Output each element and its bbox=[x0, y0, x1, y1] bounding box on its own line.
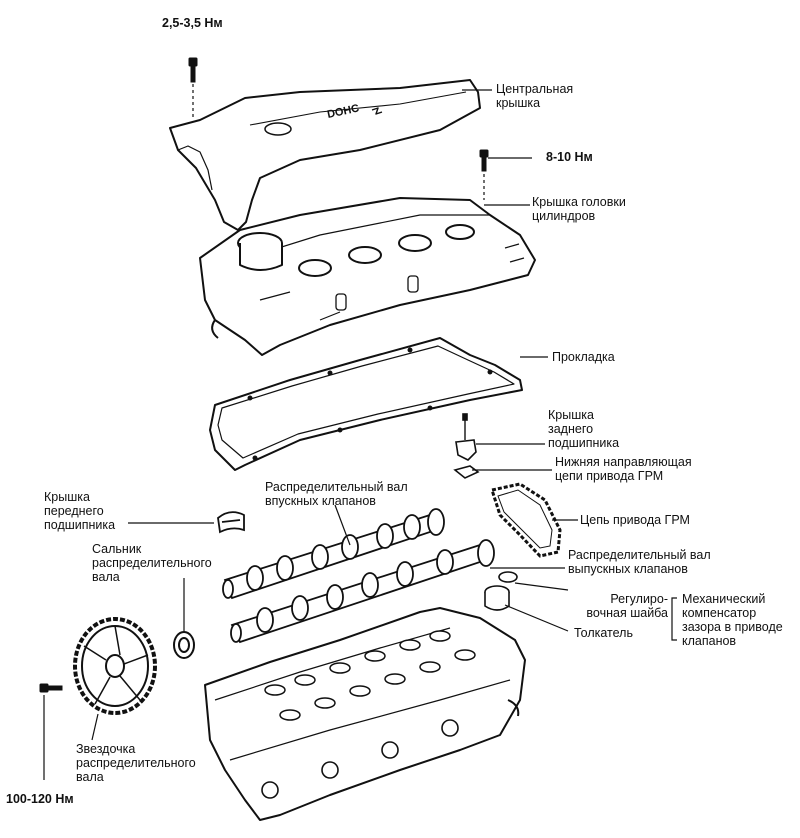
label-camshaft-seal: Сальник распределительного вала bbox=[92, 542, 212, 584]
label-intake-camshaft: Распределительный вал впускных клапанов bbox=[265, 480, 408, 508]
sprocket-bolt bbox=[39, 683, 63, 693]
cover-bolt bbox=[188, 57, 198, 118]
camshaft-seal bbox=[173, 631, 195, 659]
cylinder-head-cover bbox=[199, 197, 536, 356]
rear-bearing-cap bbox=[455, 413, 477, 461]
front-bearing-cap bbox=[217, 511, 245, 534]
label-central-cover: Центральная крышка bbox=[496, 82, 574, 110]
camshaft-sprocket bbox=[73, 617, 157, 715]
tappet bbox=[484, 585, 510, 611]
gasket bbox=[209, 337, 523, 471]
label-rear-bearing-cap: Крышка заднего подшипника bbox=[548, 408, 620, 450]
timing-chain bbox=[490, 482, 562, 558]
central-cover: DOHC bbox=[169, 79, 481, 231]
intake-camshaft bbox=[222, 508, 445, 600]
label-front-bearing-cap: Крышка переднего подшипника bbox=[44, 490, 116, 532]
exhaust-camshaft bbox=[230, 539, 495, 644]
lower-chain-guide bbox=[453, 465, 480, 479]
label-adjusting-shim: Регулиро- вочная шайба bbox=[586, 592, 668, 620]
label-lower-chain-guide: Нижняя направляющая цепи привода ГРМ bbox=[555, 455, 692, 483]
label-camshaft-sprocket: Звездочка распределительного вала bbox=[76, 742, 196, 784]
leader-lines bbox=[43, 89, 677, 780]
torque-head-cover-bolts: 8-10 Нм bbox=[546, 150, 593, 164]
torque-sprocket-bolt: 100-120 Нм bbox=[6, 792, 74, 806]
label-head-cover: Крышка головки цилиндров bbox=[532, 195, 626, 223]
cylinder-head bbox=[204, 607, 526, 821]
torque-cover-bolts: 2,5-3,5 Нм bbox=[162, 16, 223, 30]
label-exhaust-camshaft: Распределительный вал выпускных клапанов bbox=[568, 548, 711, 576]
head-cover-bolt bbox=[479, 149, 489, 200]
label-tappet: Толкатель bbox=[574, 626, 633, 640]
adjusting-shim bbox=[498, 571, 518, 583]
label-hydraulic-compensator: Механический компенсатор зазора в привод… bbox=[682, 592, 783, 648]
label-timing-chain: Цепь привода ГРМ bbox=[580, 513, 690, 527]
label-gasket: Прокладка bbox=[552, 350, 615, 364]
